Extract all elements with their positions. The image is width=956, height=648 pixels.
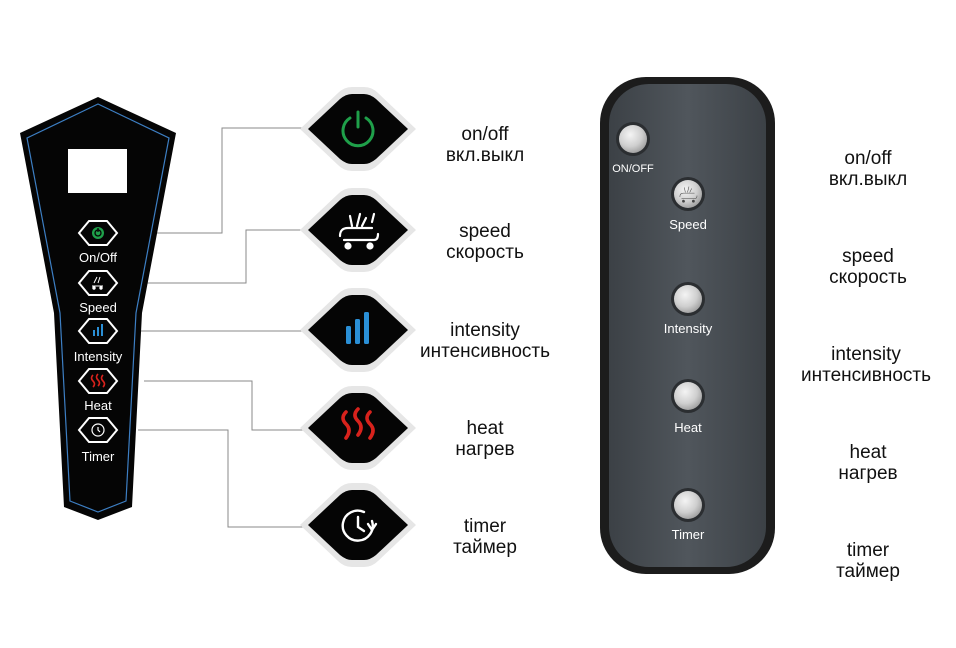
remote-label-heat: Heat — [674, 420, 702, 435]
legend-text-en: speed — [842, 246, 894, 267]
left-control-panel: On/Off Speed Intensity Heat Timer — [20, 97, 176, 520]
right-legend-text-speed: speed скорость — [788, 246, 948, 288]
panel-label-onoff: On/Off — [79, 250, 117, 265]
legend-diamond-speed — [300, 188, 416, 272]
remote-label-onoff: ON/OFF — [612, 163, 654, 175]
legend-text-ru: таймер — [453, 537, 517, 558]
panel-button-speed[interactable] — [77, 270, 119, 296]
legend-diamonds — [300, 87, 416, 567]
remote-label-intensity: Intensity — [664, 321, 713, 336]
connector-lines — [120, 127, 303, 528]
remote-button-timer[interactable] — [671, 488, 705, 522]
panel-label-intensity: Intensity — [74, 349, 123, 364]
legend-text-en: heat — [466, 418, 504, 439]
heat-waves-icon — [341, 407, 375, 440]
connector-speed — [120, 229, 303, 284]
legend-text-en: timer — [846, 540, 890, 561]
legend-text-en: speed — [459, 221, 511, 242]
remote-label-speed: Speed — [669, 217, 707, 232]
legend-text-ru: вкл.выкл — [445, 145, 525, 166]
intensity-bars-icon — [346, 312, 369, 344]
panel-button-onoff[interactable] — [77, 220, 119, 246]
legend-text-ru: нагрев — [838, 463, 898, 484]
roller-speed-icon — [92, 276, 103, 290]
connector-heat — [144, 380, 303, 431]
panel-label-timer: Timer — [82, 449, 115, 464]
roller-speed-icon — [338, 212, 380, 250]
legend-text-en: on/off — [461, 124, 509, 145]
timer-clock-icon — [341, 509, 378, 542]
connector-onoff — [120, 127, 303, 234]
legend-diamond-onoff — [300, 87, 416, 171]
remote-button-heat[interactable] — [671, 379, 705, 413]
power-icon — [341, 110, 375, 148]
legend-text-speed: speed скорость — [405, 221, 565, 263]
panel-label-heat: Heat — [84, 398, 112, 413]
heat-waves-icon — [90, 373, 106, 388]
right-legend-text-heat: heat нагрев — [788, 442, 948, 484]
power-icon — [92, 227, 104, 239]
legend-text-timer: timer таймер — [405, 516, 565, 558]
right-legend-text-onoff: on/off вкл.выкл — [788, 148, 948, 190]
legend-text-ru: скорость — [829, 267, 907, 288]
legend-text-intensity: intensity интенсивность — [395, 320, 575, 362]
roller-speed-icon — [679, 186, 698, 203]
legend-text-en: intensity — [450, 320, 520, 341]
legend-text-en: intensity — [831, 344, 901, 365]
panel-button-timer[interactable] — [77, 417, 119, 443]
remote-button-speed[interactable] — [671, 177, 705, 211]
remote-button-onoff[interactable] — [616, 122, 650, 156]
panel-body — [20, 97, 176, 520]
legend-diamond-heat — [300, 386, 416, 470]
connector-timer — [138, 429, 303, 528]
legend-text-ru: интенсивность — [419, 341, 551, 362]
right-legend-text-timer: timer таймер — [788, 540, 948, 582]
panel-border — [26, 103, 170, 513]
remote-label-timer: Timer — [672, 527, 705, 542]
panel-button-intensity[interactable] — [77, 318, 119, 344]
legend-text-ru: интенсивность — [800, 365, 932, 386]
panel-button-heat[interactable] — [77, 368, 119, 394]
panel-display-window — [68, 149, 127, 193]
panel-label-speed: Speed — [79, 300, 117, 315]
legend-text-en: on/off — [844, 148, 892, 169]
legend-diamond-timer — [300, 483, 416, 567]
legend-text-en: timer — [463, 516, 507, 537]
remote-button-intensity[interactable] — [671, 282, 705, 316]
timer-clock-icon — [91, 423, 105, 437]
remote-control: ON/OFF Speed Intensity Heat Timer — [600, 77, 775, 574]
remote-body — [609, 84, 766, 567]
legend-text-en: heat — [849, 442, 887, 463]
legend-text-ru: нагрев — [455, 439, 515, 460]
legend-text-onoff: on/off вкл.выкл — [405, 124, 565, 166]
right-legend-text-intensity: intensity интенсивность — [778, 344, 954, 386]
legend-diamond-intensity — [300, 288, 416, 372]
legend-text-ru: скорость — [446, 242, 524, 263]
legend-text-heat: heat нагрев — [405, 418, 565, 460]
intensity-bars-icon — [93, 324, 103, 336]
legend-text-ru: вкл.выкл — [828, 169, 908, 190]
legend-text-ru: таймер — [836, 561, 900, 582]
